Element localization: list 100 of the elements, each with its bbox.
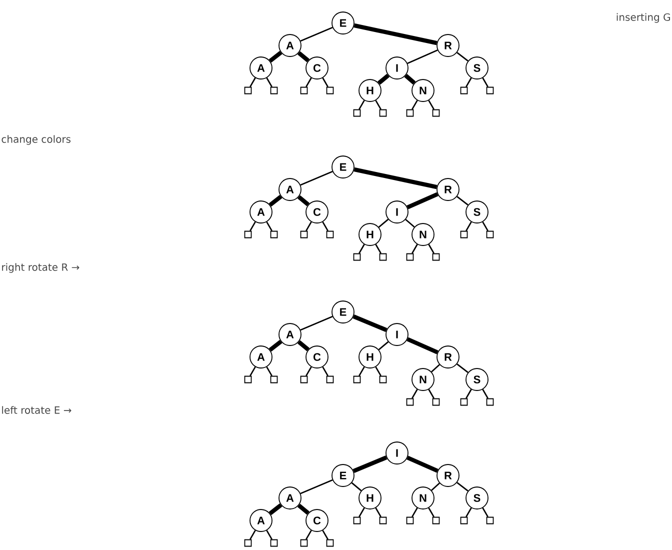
tree-link <box>322 222 328 232</box>
tree-link <box>375 244 382 254</box>
leaf-square <box>244 376 252 384</box>
leaf-square <box>270 86 278 94</box>
tree-node: I <box>386 323 408 346</box>
leaf-square <box>353 516 361 524</box>
tree-link <box>250 530 256 540</box>
tree-node: R <box>436 346 460 368</box>
tree-node: H <box>358 79 382 102</box>
tree-link <box>268 340 282 352</box>
tree-link <box>428 100 434 110</box>
tree-link <box>412 508 418 518</box>
tree-node: C <box>306 509 328 532</box>
leaf-square <box>432 398 440 406</box>
tree-node: A <box>278 178 302 201</box>
tree-link <box>354 167 438 190</box>
tree-node: I <box>386 56 408 80</box>
tree-link <box>266 366 272 376</box>
leaf-square <box>460 516 468 524</box>
tree-link <box>250 366 256 376</box>
tree-node: E <box>332 156 354 178</box>
tree-link <box>378 341 389 350</box>
tree-link <box>412 389 418 399</box>
tree-link <box>412 100 418 110</box>
tree-link <box>358 100 365 110</box>
leaf-square <box>432 109 440 117</box>
tree-node: C <box>306 346 328 368</box>
tree-link <box>431 364 440 372</box>
tree-node: N <box>412 79 434 102</box>
tree-link <box>351 482 362 492</box>
tree-link <box>306 78 312 88</box>
tree-link <box>268 503 282 516</box>
tree-node: C <box>306 200 328 224</box>
step-label: change colors <box>2 135 71 145</box>
tree-node: A <box>278 34 302 57</box>
tree-node: R <box>436 34 460 57</box>
tree-node: A <box>250 509 272 532</box>
leaf-square <box>486 516 494 524</box>
leaf-square <box>244 230 252 238</box>
tree-link <box>405 218 415 228</box>
tree-link <box>297 340 310 352</box>
leaf-square <box>270 376 278 384</box>
leaf-square <box>300 230 308 238</box>
tree-link <box>352 455 388 474</box>
tree-link <box>482 389 488 399</box>
tree-link <box>404 74 416 85</box>
leaf-square <box>460 398 468 406</box>
leaf-square <box>432 253 440 261</box>
tree-node: S <box>466 56 488 80</box>
tree-node: N <box>412 223 434 246</box>
leaf-square <box>326 86 334 94</box>
tree-node: H <box>358 346 382 368</box>
tree-link <box>375 100 382 110</box>
leaf-square <box>379 516 387 524</box>
tree-node: E <box>332 300 354 324</box>
tree-link <box>354 23 438 46</box>
leaf-square <box>353 376 361 384</box>
leaf-square <box>406 398 414 406</box>
tree-link <box>300 316 333 331</box>
leaf-square <box>406 516 414 524</box>
leaf-square <box>486 86 494 94</box>
leaf-square <box>326 539 334 547</box>
leaf-square <box>460 86 468 94</box>
leaf-square <box>353 109 361 117</box>
leaf-square <box>379 376 387 384</box>
leaf-square <box>244 539 252 547</box>
tree-link <box>297 51 310 62</box>
leaf-square <box>326 230 334 238</box>
tree-link <box>482 508 488 518</box>
leaf-square <box>326 376 334 384</box>
tree-node: E <box>332 12 354 34</box>
leaf-square <box>379 253 387 261</box>
tree-link <box>300 26 333 42</box>
tree-link <box>358 366 365 376</box>
leaf-square <box>432 516 440 524</box>
tree-node: N <box>412 486 434 510</box>
tree-link <box>466 508 472 518</box>
leaf-square <box>379 109 387 117</box>
tree-link <box>266 78 272 88</box>
tree-link <box>306 530 312 540</box>
tree-node: A <box>250 56 272 80</box>
tree-node: I <box>386 442 408 464</box>
tree-link <box>358 244 365 254</box>
step-label: right rotate R → <box>2 263 80 273</box>
tree-link <box>482 222 488 232</box>
tree-link <box>306 222 312 232</box>
tree-link <box>375 366 382 376</box>
tree-link <box>268 50 282 63</box>
tree-node: C <box>306 56 328 80</box>
tree-link <box>322 366 328 376</box>
tree-link <box>300 170 333 186</box>
leaf-square <box>353 253 361 261</box>
tree-link <box>407 49 438 64</box>
tree-link <box>428 508 434 518</box>
tree-node: R <box>436 178 460 201</box>
tree-link <box>456 482 468 492</box>
tree-link <box>268 194 282 207</box>
tree-node: H <box>358 486 382 510</box>
tree-node: H <box>358 223 382 246</box>
tree-link <box>250 222 256 232</box>
